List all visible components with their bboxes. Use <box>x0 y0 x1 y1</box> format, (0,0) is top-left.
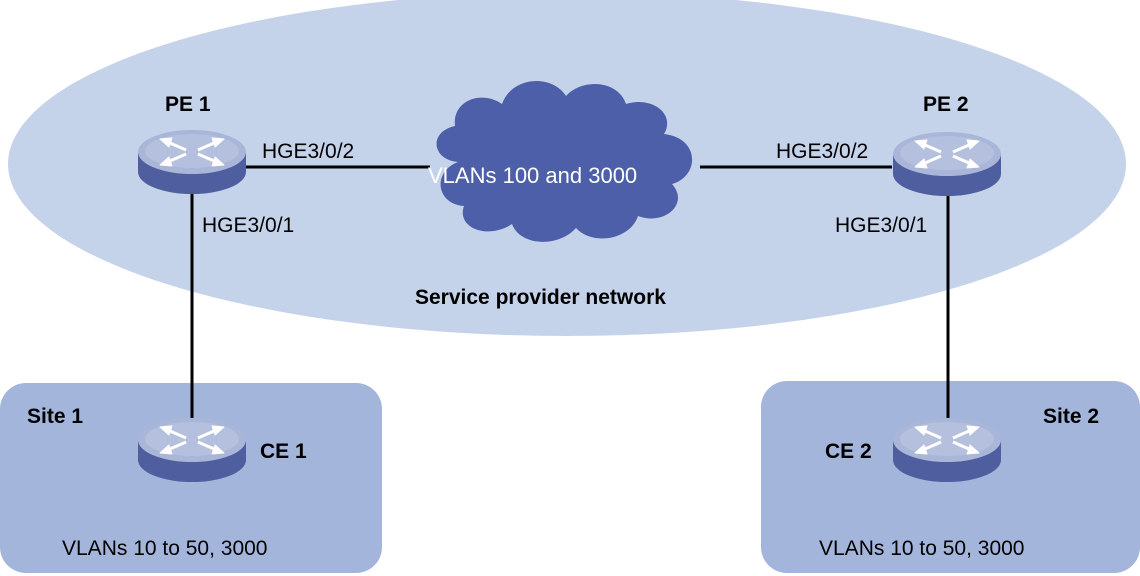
site1-vlans: VLANs 10 to 50, 3000 <box>62 537 268 560</box>
ce1-label: CE 1 <box>260 440 307 463</box>
pe1-uplink-port-label: HGE3/0/2 <box>262 140 355 163</box>
site2-name: Site 2 <box>1043 405 1100 428</box>
ce2-switch-icon <box>891 416 1003 484</box>
pe1-switch-icon <box>136 128 248 196</box>
site2-vlans: VLANs 10 to 50, 3000 <box>819 537 1025 560</box>
ce2-label: CE 2 <box>825 440 872 463</box>
provider-network-label: Service provider network <box>415 286 666 309</box>
cloud-label: VLANs 100 and 3000 <box>428 163 638 188</box>
provider-cloud <box>436 81 693 242</box>
pe2-uplink-port-label: HGE3/0/2 <box>776 140 869 163</box>
pe1-downlink-port-label: HGE3/0/1 <box>202 214 295 237</box>
pe1-label: PE 1 <box>165 93 211 116</box>
pe2-downlink-port-label: HGE3/0/1 <box>835 214 928 237</box>
site1-name: Site 1 <box>27 405 84 428</box>
pe2-label: PE 2 <box>923 93 969 116</box>
ce1-switch-icon <box>136 416 248 484</box>
pe2-switch-icon <box>891 130 1003 198</box>
